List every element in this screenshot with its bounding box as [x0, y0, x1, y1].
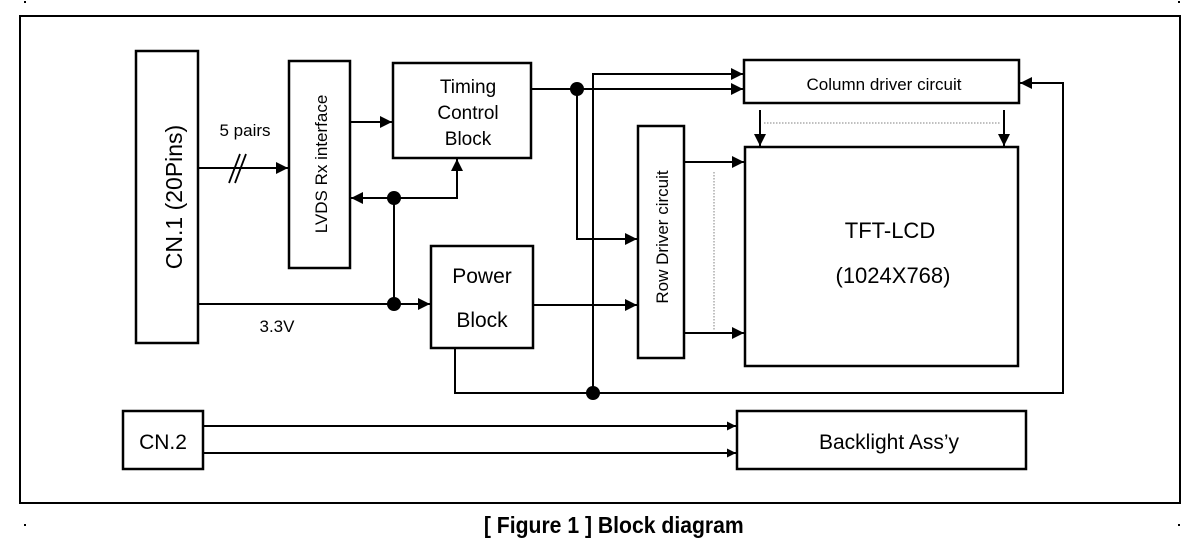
- timing-label-line3: Block: [445, 129, 492, 150]
- power-bus-to-column-line: [592, 68, 743, 393]
- power-block: Power Block: [429, 244, 535, 350]
- voltage-label: 3.3V: [260, 317, 296, 336]
- junction-dot: [586, 386, 600, 400]
- row-driver-label: Row Driver circuit: [653, 170, 672, 303]
- backlight-block: Backlight Ass’y: [735, 409, 1028, 471]
- column-driver-label: Column driver circuit: [807, 75, 962, 94]
- timing-control-block: Timing Control Block: [391, 61, 533, 160]
- lvds-block: LVDS Rx interface: [287, 59, 352, 270]
- bus-slash-1: [228, 153, 241, 184]
- power-label-line1: Power: [452, 265, 512, 288]
- lvds-label: LVDS Rx interface: [312, 95, 331, 234]
- figure-caption: [ Figure 1 ] Block diagram: [483, 512, 744, 538]
- junction-dot: [570, 82, 584, 96]
- cn1-block: CN.1 (20Pins): [134, 49, 200, 345]
- diagram-frame: [19, 15, 1181, 504]
- connectors: [198, 68, 1064, 458]
- junction-to-timing-line: [394, 159, 463, 199]
- tft-label-line1: TFT-LCD: [845, 218, 935, 243]
- junction-dot: [387, 191, 401, 205]
- cn1-label: CN.1 (20Pins): [161, 125, 187, 269]
- timing-to-row-line: [576, 89, 637, 245]
- tft-label-line2: (1024X768): [836, 263, 951, 288]
- page-mark: [1178, 524, 1180, 526]
- cn2-label: CN.2: [139, 431, 187, 454]
- page-mark: [24, 524, 26, 526]
- power-bottom-loop-line: [454, 77, 1064, 394]
- page-mark: [24, 1, 26, 3]
- junction-dot: [387, 297, 401, 311]
- pairs-label: 5 pairs: [219, 121, 270, 140]
- page-mark: [1178, 1, 1180, 3]
- timing-label-line2: Control: [437, 103, 498, 124]
- junction-dots: [387, 82, 600, 400]
- power-label-line2: Block: [456, 309, 508, 332]
- tft-lcd-block: TFT-LCD (1024X768): [743, 145, 1020, 368]
- row-driver-block: Row Driver circuit: [636, 124, 686, 360]
- timing-label-line1: Timing: [440, 77, 496, 98]
- bus-slash-2: [234, 153, 247, 184]
- cn2-block: CN.2: [121, 409, 205, 471]
- column-driver-block: Column driver circuit: [742, 58, 1021, 105]
- backlight-label: Backlight Ass’y: [819, 431, 960, 454]
